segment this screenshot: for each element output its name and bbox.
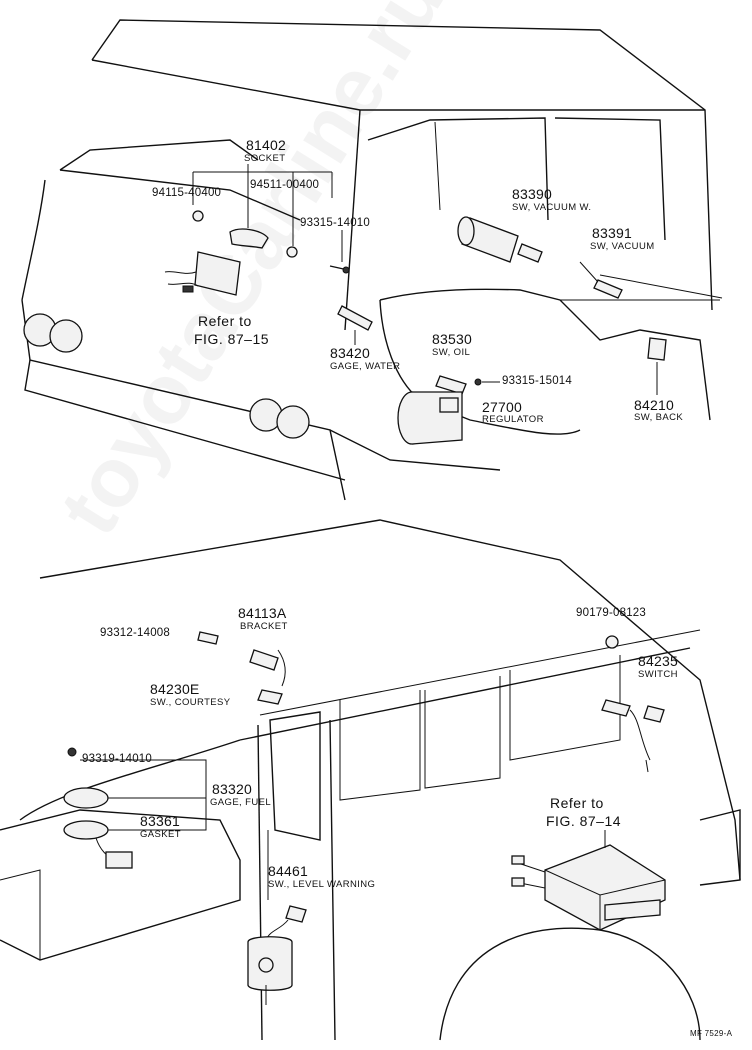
desc-84235: SWITCH <box>638 669 678 680</box>
label-94115: 94115-40400 <box>152 187 222 199</box>
desc-84461: SW., LEVEL WARNING <box>268 879 376 890</box>
desc-83391: SW, VACUUM <box>590 241 655 252</box>
water-gage-part <box>337 305 373 345</box>
fuel-gage-part <box>63 747 207 869</box>
ref-line1-upper: Refer to <box>198 313 252 329</box>
label-27700: 27700 <box>482 399 522 415</box>
label-93315-14010: 93315-14010 <box>300 217 370 229</box>
label-94511: 94511-00400 <box>250 179 320 191</box>
upper-vehicle-outline <box>21 19 723 501</box>
vacuum-switch-part <box>579 261 623 299</box>
oil-switch-part <box>435 375 500 395</box>
control-module-part <box>511 830 666 931</box>
label-83420: 83420 <box>330 345 370 361</box>
socket-assembly <box>164 210 350 296</box>
desc-84210: SW, BACK <box>634 412 684 423</box>
desc-83320: GAGE, FUEL <box>210 797 272 808</box>
label-90179: 90179-08123 <box>576 607 646 619</box>
label-83530: 83530 <box>432 331 472 347</box>
desc-83530: SW, OIL <box>432 347 471 358</box>
vacuum-switch-w-part <box>457 216 543 263</box>
label-84230E: 84230E <box>150 681 200 697</box>
door-switch-part <box>601 635 665 773</box>
level-warning-part <box>247 830 307 1005</box>
desc-84113A: BRACKET <box>240 621 288 632</box>
alternator-part <box>397 391 463 445</box>
ref-line1-lower: Refer to <box>550 795 604 811</box>
ref-line2-upper: FIG. 87–15 <box>194 331 270 347</box>
courtesy-switch-parts <box>197 631 286 705</box>
desc-83361: GASKET <box>140 829 181 840</box>
desc-83390: SW, VACUUM W. <box>512 202 592 213</box>
label-83391: 83391 <box>592 225 632 241</box>
desc-84230E: SW., COURTESY <box>150 697 231 708</box>
lower-vehicle-outline <box>0 519 741 1041</box>
label-81402: 81402 <box>246 137 286 153</box>
label-83361: 83361 <box>140 813 180 829</box>
label-84235: 84235 <box>638 653 678 669</box>
socket-leader-lines <box>192 164 343 262</box>
label-93319: 93319-14010 <box>82 753 152 765</box>
label-93315-15014: 93315-15014 <box>502 375 572 387</box>
desc-27700: REGULATOR <box>482 414 544 425</box>
label-93312: 93312-14008 <box>100 627 170 639</box>
desc-83420: GAGE, WATER <box>330 361 401 372</box>
label-83390: 83390 <box>512 186 552 202</box>
ref-line2-lower: FIG. 87–14 <box>546 813 622 829</box>
back-switch-part <box>647 337 667 395</box>
label-83320: 83320 <box>212 781 252 797</box>
desc-81402: SOCKET <box>244 153 286 164</box>
label-84113A: 84113A <box>238 605 287 621</box>
figure-code: MF 7529-A <box>690 1029 733 1038</box>
label-84210: 84210 <box>634 397 674 413</box>
label-84461: 84461 <box>268 863 308 879</box>
